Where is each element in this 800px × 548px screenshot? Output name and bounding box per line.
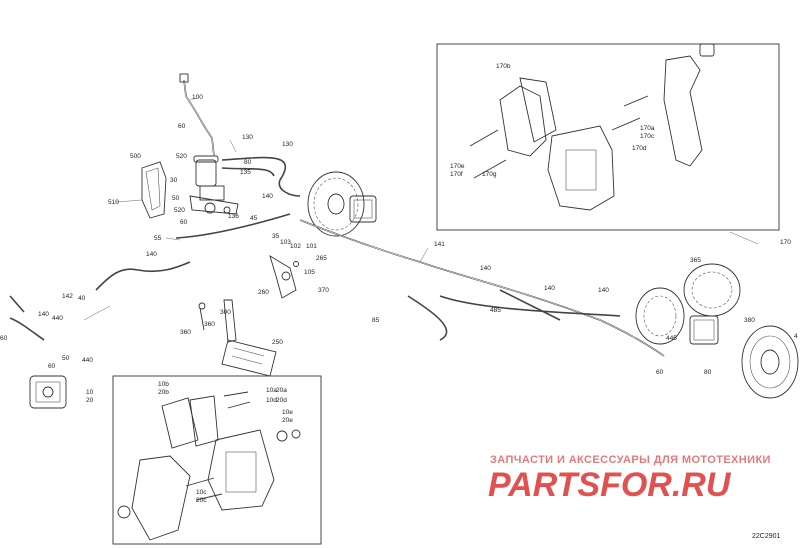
label-500: 500 xyxy=(130,153,141,160)
label-55: 55 xyxy=(154,235,162,242)
label-30: 30 xyxy=(170,177,178,184)
label-20c: 20c xyxy=(196,497,207,504)
label-10e: 10e xyxy=(282,409,293,416)
label-101: 101 xyxy=(306,243,317,250)
front-brake-caliper xyxy=(29,375,67,409)
label-35: 35 xyxy=(272,233,280,240)
label-170g: 170g xyxy=(482,171,497,178)
label-60-c: 60 xyxy=(656,369,664,376)
label-60-b: 60 xyxy=(180,219,188,226)
rear-disc-large xyxy=(741,325,799,399)
label-102: 102 xyxy=(290,243,301,250)
label-105: 105 xyxy=(304,269,315,276)
label-10b: 10b xyxy=(158,381,169,388)
label-141: 141 xyxy=(434,241,445,248)
label-265: 265 xyxy=(316,255,327,262)
label-260: 260 xyxy=(258,289,269,296)
label-250: 250 xyxy=(272,339,283,346)
label-440: 440 xyxy=(52,315,63,322)
label-445: 445 xyxy=(666,335,677,342)
label-360-b: 360 xyxy=(204,321,215,328)
label-50-b: 50 xyxy=(62,355,70,362)
label-10c: 10c xyxy=(196,489,207,496)
label-10: 10 xyxy=(86,389,94,396)
label-140: 140 xyxy=(262,193,273,200)
label-360: 360 xyxy=(180,329,191,336)
label-20d: 20d xyxy=(276,397,287,404)
label-20e: 20e xyxy=(282,417,293,424)
front-caliper-detail-frame xyxy=(112,375,322,545)
label-103: 103 xyxy=(280,239,291,246)
rear-brake-caliper xyxy=(689,315,719,345)
rear-caliper-exploded xyxy=(469,43,715,211)
diagram-code: 22C2901 xyxy=(752,533,781,540)
label-140-e: 140 xyxy=(598,287,609,294)
reservoir-guard xyxy=(141,161,167,219)
label-4: 4 xyxy=(794,333,798,340)
label-10d: 10d xyxy=(266,397,277,404)
brake-pedal xyxy=(198,299,277,377)
label-170f: 170f xyxy=(450,171,463,178)
label-130-b: 130 xyxy=(282,141,293,148)
label-170: 170 xyxy=(780,239,791,246)
watermark-logo: PARTSFOR.RU xyxy=(488,466,732,504)
label-380: 380 xyxy=(744,317,755,324)
label-170a: 170a xyxy=(640,125,655,132)
label-140-b: 140 xyxy=(146,251,157,258)
watermark-tagline: ЗАПЧАСТИ И АКСЕССУАРЫ ДЛЯ МОТОТЕХНИКИ xyxy=(490,454,771,466)
label-170b: 170b xyxy=(496,63,511,70)
label-20: 20 xyxy=(86,397,94,404)
rear-caliper-detail-frame xyxy=(436,43,780,231)
label-140-c: 140 xyxy=(480,265,491,272)
label-60-d: 60 xyxy=(0,335,8,342)
label-100: 100 xyxy=(192,94,203,101)
label-85: 85 xyxy=(372,317,380,324)
label-440-b: 440 xyxy=(82,357,93,364)
label-135: 135 xyxy=(240,169,251,176)
label-130: 130 xyxy=(242,134,253,141)
label-170c: 170c xyxy=(640,133,655,140)
label-365: 365 xyxy=(690,257,701,264)
label-20b: 20b xyxy=(158,389,169,396)
label-40: 40 xyxy=(78,295,86,302)
label-520: 520 xyxy=(176,153,187,160)
front-master-cylinder xyxy=(189,155,239,215)
label-140-f: 140 xyxy=(38,311,49,318)
label-20a: 20a xyxy=(276,387,287,394)
front-brake-disc xyxy=(307,171,377,237)
rear-brake-disc xyxy=(635,263,741,345)
label-60: 60 xyxy=(178,123,186,130)
label-170e: 170e xyxy=(450,163,465,170)
label-485: 485 xyxy=(490,307,501,314)
label-80-b: 80 xyxy=(704,369,712,376)
pedal-linkage xyxy=(269,255,299,299)
label-10a: 10a xyxy=(266,387,277,394)
label-50: 50 xyxy=(172,195,180,202)
label-142: 142 xyxy=(62,293,73,300)
label-80: 80 xyxy=(244,159,252,166)
label-60-e: 60 xyxy=(48,363,56,370)
label-520-b: 520 xyxy=(174,207,185,214)
label-510: 510 xyxy=(108,199,119,206)
label-170d: 170d xyxy=(632,145,647,152)
label-45: 45 xyxy=(250,215,258,222)
label-370: 370 xyxy=(318,287,329,294)
label-300: 300 xyxy=(220,309,231,316)
front-caliper-exploded xyxy=(117,391,301,541)
label-140-d: 140 xyxy=(544,285,555,292)
label-136: 136 xyxy=(228,213,239,220)
